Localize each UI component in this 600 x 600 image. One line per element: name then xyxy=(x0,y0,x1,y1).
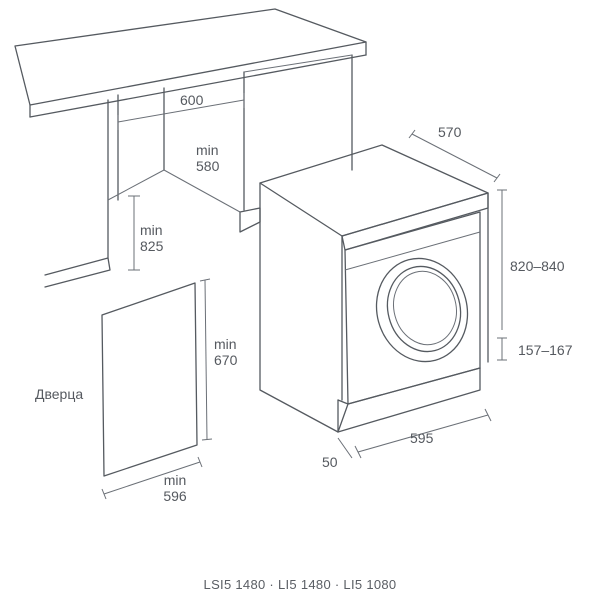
niche-dimension-lines xyxy=(117,93,245,271)
plinth-setback-label: 50 xyxy=(322,454,338,470)
door-width-value: 596 xyxy=(163,488,187,504)
machine-height-label: 820–840 xyxy=(510,258,565,274)
washing-machine xyxy=(259,144,489,433)
machine-dimension-lines xyxy=(337,129,507,459)
cabinet-depth-value: 580 xyxy=(196,158,220,174)
machine-depth-label: 570 xyxy=(438,124,462,140)
countertop xyxy=(14,8,367,118)
door-height-label: min 670 xyxy=(214,336,237,368)
cabinet-height-label: min 825 xyxy=(140,222,163,254)
cabinet-depth-prefix: min xyxy=(196,142,219,158)
porthole-door xyxy=(375,257,469,363)
plinth-height-label: 157–167 xyxy=(518,342,573,358)
cabinet-depth-label: min 580 xyxy=(196,142,219,174)
door-dimension-lines xyxy=(101,278,213,500)
model-list: LSI5 1480 · LI5 1480 · LI5 1080 xyxy=(203,577,397,592)
door-height-value: 670 xyxy=(214,352,238,368)
cabinet-height-value: 825 xyxy=(140,238,164,254)
door-width-prefix: min xyxy=(163,472,187,488)
door-width-label: min 596 xyxy=(150,472,200,504)
door-panel xyxy=(101,282,198,477)
door-label: Дверца xyxy=(35,386,84,402)
cabinet-width-label: 600 xyxy=(180,92,204,108)
door-height-prefix: min xyxy=(214,336,237,352)
machine-width-label: 595 xyxy=(410,430,434,446)
cabinet-height-prefix: min xyxy=(140,222,163,238)
